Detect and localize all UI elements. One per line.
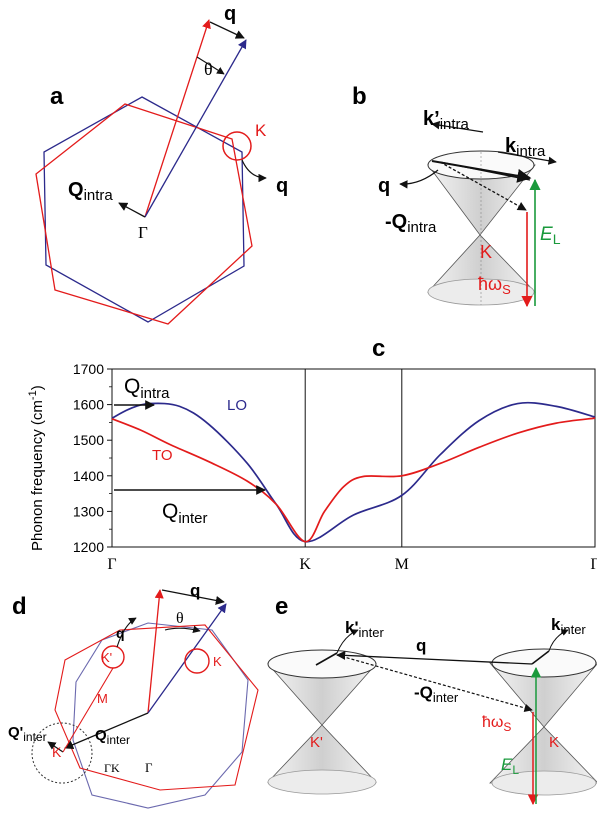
gamma-label: Γ bbox=[138, 223, 148, 242]
lo-label: LO bbox=[227, 397, 247, 414]
q-curved-arrow bbox=[399, 169, 439, 189]
k-inter-vector bbox=[531, 650, 550, 665]
red-polygon bbox=[54, 624, 259, 791]
k-m-line bbox=[62, 667, 114, 753]
y-ticks: 1200 1300 1400 1500 1600 1700 bbox=[73, 361, 112, 555]
gamma-label-d: Γ bbox=[145, 760, 153, 775]
y-tick-label: 1500 bbox=[73, 432, 104, 448]
blue-hexagon bbox=[43, 96, 245, 323]
k-left-label-d: K bbox=[52, 744, 62, 760]
neg-q-intra-dashed bbox=[439, 161, 527, 211]
y-tick-label: 1700 bbox=[73, 361, 104, 377]
y-tick-label: 1600 bbox=[73, 397, 104, 413]
m-label-d: M bbox=[97, 691, 108, 706]
x-tick-label: M bbox=[395, 556, 409, 573]
el-label-e: EL bbox=[501, 755, 519, 777]
q-inter-chart-label: Qinter bbox=[162, 500, 208, 527]
to-label: TO bbox=[152, 447, 173, 464]
neg-q-inter-label: -Qinter bbox=[414, 683, 459, 705]
q-label-top: q bbox=[224, 3, 236, 25]
q-inter-label-d: Qinter bbox=[95, 727, 130, 747]
panel-e-letter: e bbox=[275, 593, 288, 620]
k-point-label: K bbox=[480, 242, 492, 262]
red-wavevector bbox=[144, 19, 211, 218]
k-left-circle bbox=[31, 722, 93, 784]
q-prime-inter-arrow bbox=[47, 741, 64, 753]
panel-e: e k'inter q kinter -Qinter ħωS K' K EL bbox=[267, 593, 597, 806]
neg-q-inter-dashed bbox=[336, 654, 533, 712]
el-label: EL bbox=[540, 224, 561, 247]
q-arrow-top-d bbox=[161, 589, 225, 605]
x-tick-label: Γ bbox=[107, 556, 116, 573]
k-inter-pointer bbox=[548, 629, 569, 652]
k-prime-inter-vector bbox=[315, 652, 338, 666]
k-right-circle bbox=[184, 648, 210, 674]
panel-d-letter: d bbox=[12, 593, 27, 620]
q-arrow-top bbox=[209, 21, 245, 39]
q-intra-chart-label: Qintra bbox=[124, 375, 170, 402]
series-line-to bbox=[111, 417, 596, 543]
neg-q-intra-label: -Qintra bbox=[385, 211, 437, 236]
k-prime-inter-label: k'inter bbox=[345, 618, 384, 640]
y-tick-label: 1300 bbox=[73, 503, 104, 519]
y-tick-label: 1400 bbox=[73, 468, 104, 484]
q-label: q bbox=[378, 175, 390, 197]
q-inter-vector bbox=[336, 650, 533, 665]
k-bracket-arrow bbox=[497, 151, 557, 165]
blue-polygon bbox=[72, 622, 249, 809]
k-point-circle bbox=[222, 131, 252, 161]
q-label-mid-d: q bbox=[116, 625, 125, 641]
theta-arc-d bbox=[164, 625, 201, 634]
panel-a: a q θ K q Qintra Γ bbox=[35, 3, 288, 325]
right-lower-rim bbox=[491, 770, 597, 796]
q-intra-label: Qintra bbox=[68, 179, 113, 204]
k-inter-label: kinter bbox=[551, 615, 586, 637]
panel-c: c Phonon frequency (cm-1) 1200 1300 1400 15… bbox=[27, 335, 597, 573]
q-label-top-d: q bbox=[190, 581, 200, 600]
left-lower-rim bbox=[267, 769, 377, 795]
x-tick-label: Γ bbox=[590, 556, 597, 573]
left-upper-rim bbox=[267, 649, 377, 679]
q-label-e: q bbox=[416, 636, 426, 655]
k-prime-intra-arrow bbox=[431, 121, 484, 133]
blue-wavevector bbox=[144, 39, 247, 218]
k-intra-label: kintra bbox=[505, 135, 546, 160]
k-prime-intra-label: k’intra bbox=[423, 108, 470, 133]
k-right-label-d: K bbox=[213, 654, 222, 669]
q-intra-arrow bbox=[118, 202, 146, 218]
blue-wavevector-d bbox=[147, 603, 227, 714]
red-wavevector-d bbox=[147, 589, 164, 714]
x-tick-label: K bbox=[299, 556, 311, 573]
q-prime-inter-label: Q'inter bbox=[8, 724, 47, 744]
panel-b: b k’intra kintra q -Qintra K EL ħωS bbox=[352, 83, 561, 308]
dispersion-curves bbox=[111, 401, 596, 543]
ef-line bbox=[439, 161, 531, 181]
k-prime-inter-pointer bbox=[336, 629, 359, 654]
gamma-k-label: ΓK bbox=[104, 761, 120, 775]
y-axis-label: Phonon frequency (cm-1) bbox=[27, 385, 46, 551]
k-label: K bbox=[255, 121, 267, 140]
q-curved-arrow-right bbox=[241, 159, 267, 183]
k-label-e: K bbox=[549, 734, 559, 751]
panel-a-letter: a bbox=[50, 83, 64, 110]
k-prime-label-e: K' bbox=[310, 734, 323, 751]
theta-arc bbox=[196, 56, 225, 75]
panel-b-letter: b bbox=[352, 83, 367, 110]
q-inter-arrow-d bbox=[64, 712, 149, 750]
q-mid-curved-arrow bbox=[116, 617, 137, 648]
hbar-omega-label: ħωS bbox=[478, 274, 511, 297]
right-upper-rim bbox=[491, 648, 597, 678]
panel-d: d q θ K' K q Q'inter M Qinter K ΓK Γ bbox=[8, 581, 259, 809]
y-tick-label: 1200 bbox=[73, 539, 104, 555]
q-label-right: q bbox=[276, 175, 288, 197]
hbar-omega-label-e: ħωS bbox=[482, 714, 511, 734]
theta-label: θ bbox=[204, 59, 213, 79]
red-hexagon bbox=[35, 103, 253, 325]
k-prime-label-d: K' bbox=[101, 650, 112, 665]
panel-c-letter: c bbox=[372, 335, 385, 362]
theta-label-d: θ bbox=[176, 610, 184, 627]
